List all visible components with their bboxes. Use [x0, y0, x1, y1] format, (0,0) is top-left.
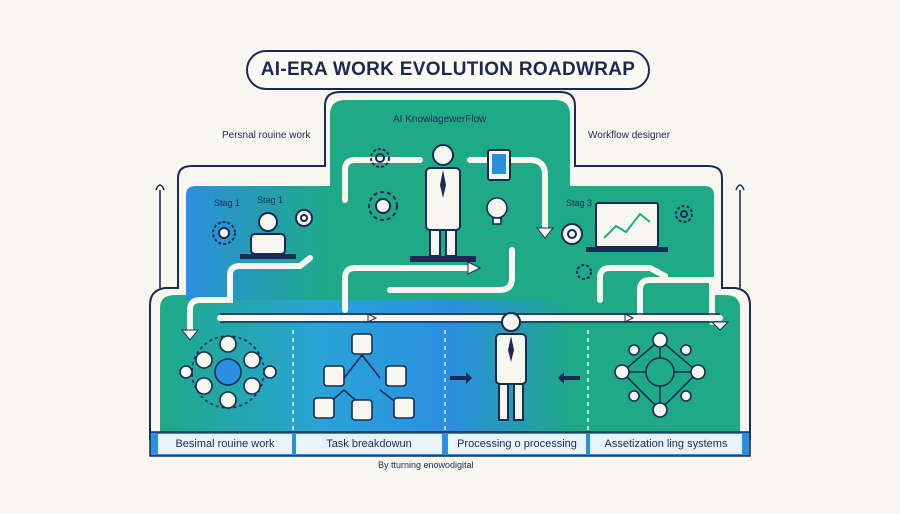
tablet-icon: [487, 149, 511, 181]
task-breakdown-icon: [313, 333, 415, 421]
monitor-chart-icon: [586, 202, 668, 252]
bottom-label-cell: [590, 434, 742, 454]
top-left-label: Persnal rouine work: [222, 130, 311, 141]
flow-pipes-outline: [220, 313, 720, 323]
top-right-label: Workflow designer: [588, 130, 671, 141]
lightbulb-icon: [486, 197, 508, 225]
footer-caption: By tturning enowodigital: [378, 460, 474, 470]
person-icon-bottom: [495, 312, 527, 421]
top-center-label: AI KnowlagewerFlow: [393, 114, 487, 125]
lower-platform: [160, 295, 740, 432]
person-icon-center: [410, 144, 476, 262]
bottom-label-4: Assetization ling systems: [604, 438, 728, 450]
bottom-label-3: Processing o processing: [457, 438, 577, 450]
flow-pipes: [187, 157, 723, 333]
title-banner: AI-ERA WORK EVOLUTION ROADWRAP: [246, 50, 650, 90]
bottom-label-1: Besimal rouine work: [175, 438, 275, 450]
diagram-title: AI-ERA WORK EVOLUTION ROADWRAP: [260, 59, 636, 80]
network-hub-icon: [179, 335, 277, 409]
person-icon-left: [240, 212, 296, 259]
gear-icon: [368, 148, 398, 221]
bottom-label-2: Task breakdowun: [326, 438, 412, 450]
section-dividers: [292, 330, 589, 432]
inward-arrows: [450, 372, 580, 384]
stage-label-b: Stag 1: [257, 195, 284, 205]
settings-icon: [561, 205, 693, 280]
system-network-icon: [614, 332, 706, 418]
bottom-label-cell: [158, 434, 292, 454]
flow-arrowheads: [180, 227, 730, 341]
stage-label-a: Stag 1: [214, 198, 241, 208]
outer-outline: [149, 91, 751, 440]
target-icon: [212, 209, 313, 245]
side-arrow-left: [155, 184, 165, 288]
bottom-label-cell: [296, 434, 442, 454]
side-arrow-right: [735, 184, 745, 288]
bottom-label-cell: [448, 434, 586, 454]
stage-label-c: Stag 3: [566, 198, 593, 208]
